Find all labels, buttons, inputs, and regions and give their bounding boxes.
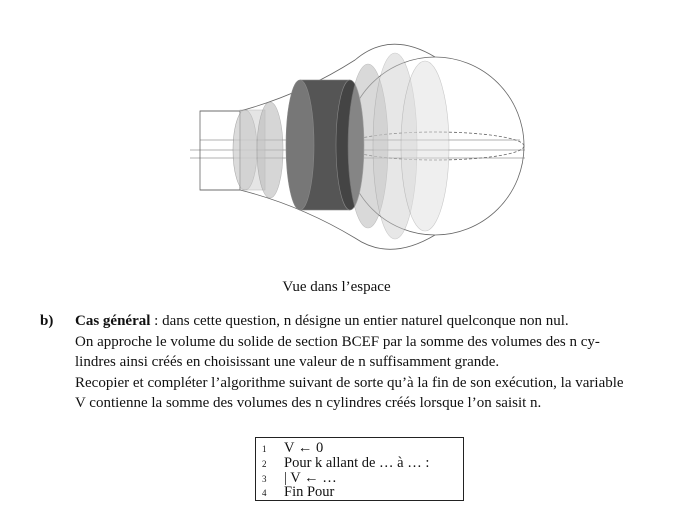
algorithm-line: V ← 0 xyxy=(284,440,324,456)
line-number: 1 xyxy=(262,444,267,454)
algorithm-line: Pour k allant de … à … : xyxy=(284,455,430,471)
question-label: b) xyxy=(40,313,54,329)
algorithm-line: Fin Pour xyxy=(284,484,335,500)
question-line: Recopier et compléter l’algorithme suiva… xyxy=(75,374,624,391)
line-number: 2 xyxy=(262,459,267,469)
funnel-bottom xyxy=(200,189,436,250)
algorithm-line: | V ← … xyxy=(284,470,337,486)
question-title: Cas général xyxy=(75,313,151,329)
line-number: 4 xyxy=(262,488,267,498)
question-line: V contienne la somme des volumes des n c… xyxy=(75,395,542,411)
line-number: 3 xyxy=(262,474,267,484)
funnel-top xyxy=(200,43,436,112)
question-b: b) Cas général : dans cette question, n d… xyxy=(40,311,665,414)
question-line: : dans cette question, n désigne un enti… xyxy=(150,313,569,329)
solid-figure xyxy=(190,43,525,250)
question-line: lindres ainsi créés en choisissant une v… xyxy=(75,354,500,370)
cylinders xyxy=(232,52,450,240)
figure-caption: Vue dans l’espace xyxy=(282,279,391,295)
question-line: On approche le volume du solide de secti… xyxy=(75,333,600,350)
algorithm-box: 1 V ← 0 2 Pour k allant de … à … : 3 | V ← … xyxy=(255,437,464,501)
